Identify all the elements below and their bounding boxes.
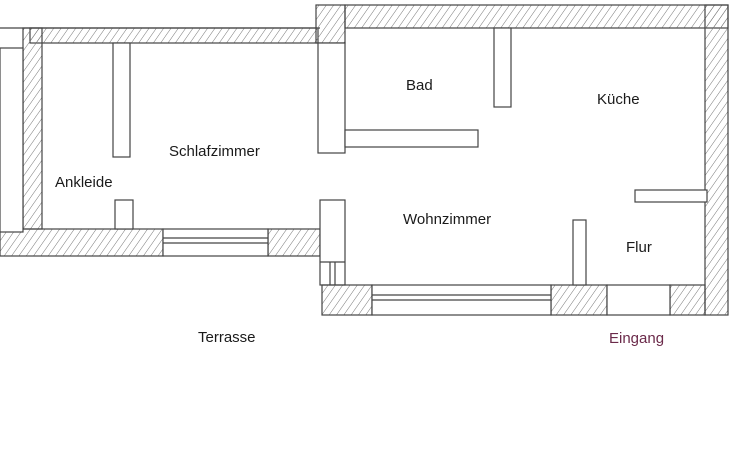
- partition-stub-ankleide: [114, 199, 134, 230]
- wall-corner: [315, 4, 346, 44]
- room-label-bad: Bad: [406, 77, 433, 94]
- door-terrasse: [319, 199, 346, 286]
- room-label-schlafzimmer: Schlafzimmer: [169, 143, 260, 160]
- wall-left-block: [0, 27, 321, 257]
- partition-ankleide: [112, 42, 131, 158]
- room-label-kueche: Küche: [597, 91, 640, 108]
- partition-flur: [572, 219, 587, 286]
- wall-bad: [344, 129, 479, 148]
- label-terrasse: Terrasse: [198, 329, 256, 346]
- room-label-wohnzimmer: Wohnzimmer: [403, 211, 491, 228]
- label-eingang: Eingang: [609, 330, 664, 347]
- room-label-flur: Flur: [626, 239, 652, 256]
- wall-middle-upper: [317, 42, 346, 154]
- room-label-ankleide: Ankleide: [55, 174, 113, 191]
- wall-right-block: [321, 4, 729, 316]
- window-schlafzimmer: [162, 228, 269, 257]
- wall-flur: [634, 189, 708, 203]
- window-wohnzimmer: [371, 284, 552, 316]
- partition-bad-kueche: [493, 27, 512, 108]
- entrance-door: [606, 284, 671, 316]
